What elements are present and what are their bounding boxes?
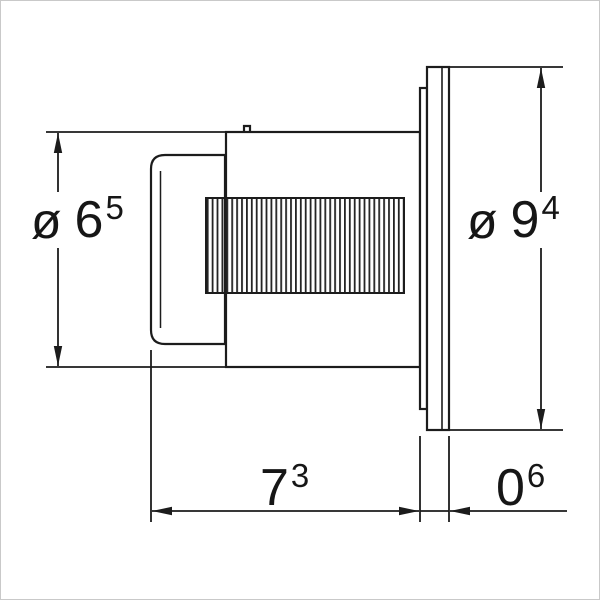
dimension-superscript: 3 (290, 457, 310, 494)
diameter-symbol: ø (467, 193, 498, 249)
dimension-lines (46, 66, 567, 522)
dimension-value: 6 (74, 191, 104, 249)
diameter-symbol: ø (31, 193, 62, 249)
dimension-superscript: 5 (105, 189, 124, 226)
dimension-label-left-diameter: ø 6 5 (23, 189, 132, 249)
dimension-label-depth: 7 3 (260, 457, 310, 517)
dimension-value: 9 (510, 191, 540, 249)
dimension-value: 7 (260, 459, 289, 517)
ribbed-bellows-section (205, 197, 405, 294)
dimension-label-offset: 0 6 (496, 457, 546, 517)
body-seam-notch (242, 124, 252, 132)
dimension-superscript: 6 (526, 457, 546, 494)
part-outline (149, 65, 451, 432)
dimension-value: 0 (496, 459, 525, 517)
flange-cover-plate (425, 65, 451, 432)
dimension-label-right-diameter: ø 9 4 (459, 189, 568, 249)
dimension-superscript: 4 (541, 189, 560, 226)
